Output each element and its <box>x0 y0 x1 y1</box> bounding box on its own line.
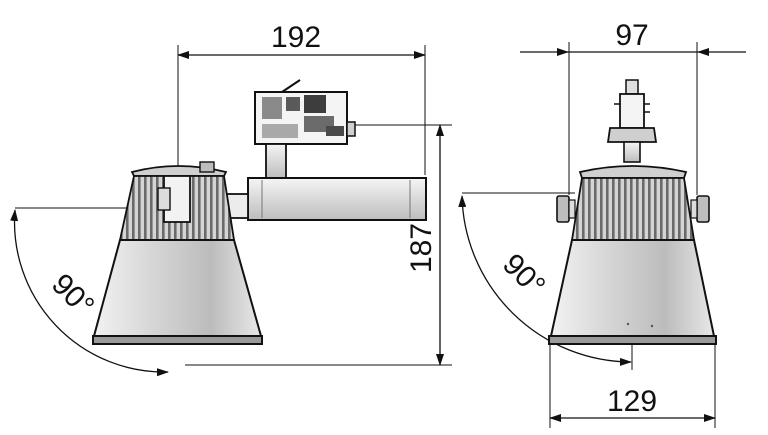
base-width-label: 129 <box>607 385 657 418</box>
dimension-width-front: 97 <box>520 19 746 195</box>
width-front-label: 97 <box>615 19 648 52</box>
tilt-side-label: 90° <box>45 268 100 323</box>
knob-left <box>556 195 570 223</box>
track-adapter-side <box>254 79 356 145</box>
height-label: 187 <box>405 223 438 273</box>
side-view: 192 187 90° <box>10 21 452 377</box>
dimension-width-side: 192 <box>177 21 426 250</box>
knob-right <box>696 195 710 223</box>
track-adapter-front <box>606 79 658 163</box>
front-view: 97 129 90° <box>458 19 746 428</box>
spot-head-side <box>92 161 263 345</box>
spot-head-front <box>548 165 717 345</box>
stem-side <box>265 143 287 179</box>
dimension-height: 187 <box>185 124 452 366</box>
dimension-base-width: 129 <box>549 345 716 428</box>
tilt-front-label: 90° <box>496 248 551 303</box>
width-side-label: 192 <box>271 21 321 54</box>
